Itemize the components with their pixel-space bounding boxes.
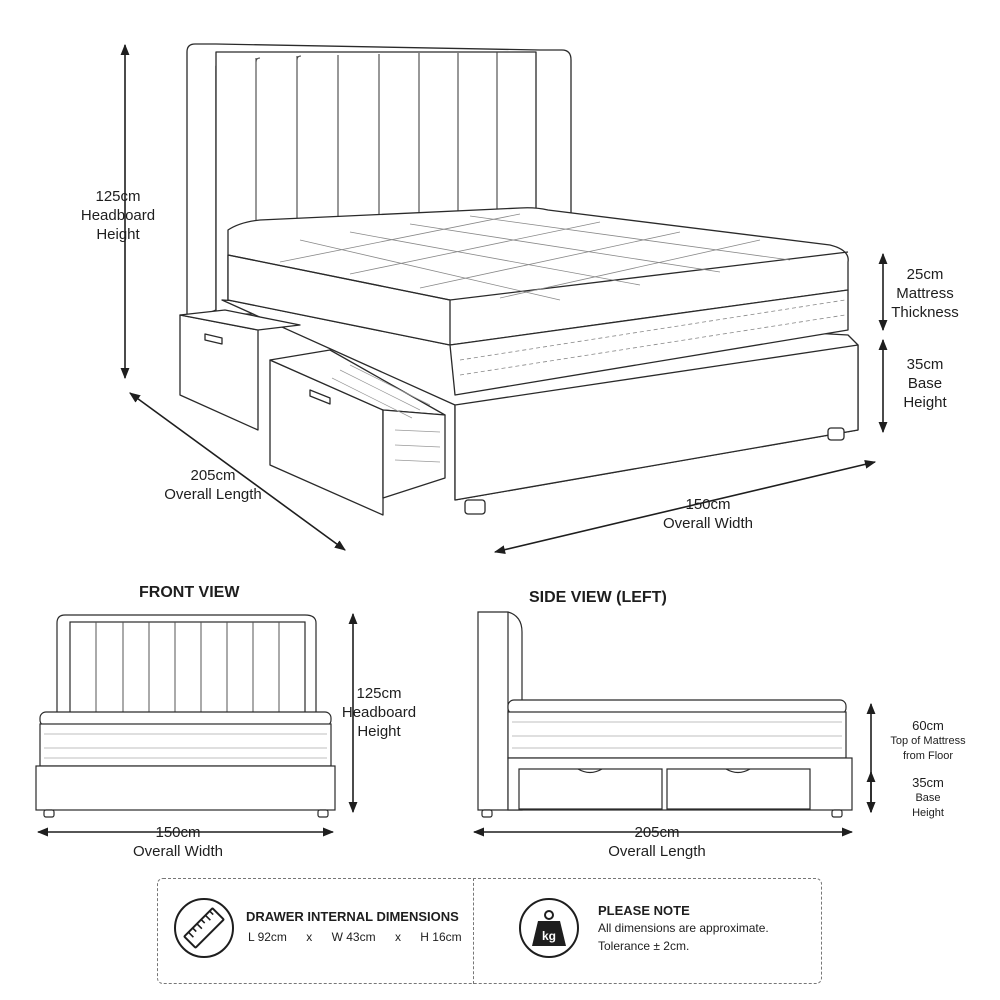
please-note-title: PLEASE NOTE <box>598 903 690 918</box>
iso-mattress-label: 25cm Mattress Thickness <box>880 266 970 322</box>
notes-divider <box>473 878 474 984</box>
front-width-name: Overall Width <box>132 842 224 860</box>
side-mattress-top-name: Top of Mattress <box>890 735 966 748</box>
front-dimension-lines <box>36 612 358 837</box>
front-view-bed <box>35 614 336 818</box>
iso-base-name: Base <box>907 374 943 392</box>
side-mattress-top-label: 60cm Top of Mattress from Floor <box>880 718 976 763</box>
side-length-value: 205cm <box>634 824 680 841</box>
side-base-value: 35cm <box>912 775 944 790</box>
drawer-times-1: x <box>306 930 313 944</box>
side-dimension-lines <box>472 702 876 837</box>
side-base-label: 35cm Base Height <box>888 775 968 820</box>
iso-base-label: 35cm Base Height <box>880 356 970 412</box>
iso-width-name: Overall Width <box>662 514 754 532</box>
iso-base-value: 35cm <box>906 356 944 373</box>
iso-headboard-sub: Height <box>96 225 140 243</box>
headboard-channels <box>255 52 498 240</box>
iso-headboard-label: 125cm Headboard Height <box>58 188 178 244</box>
drawer-dims-values: L 92cm x W 43cm x H 16cm <box>248 929 462 946</box>
drawer-height: H 16cm <box>420 930 462 944</box>
side-base-name: Base <box>915 792 941 805</box>
side-mattress-top-value: 60cm <box>912 718 944 733</box>
iso-length-value: 205cm <box>190 467 236 484</box>
drawer-length: L 92cm <box>248 930 287 944</box>
drawer-width: W 43cm <box>331 930 376 944</box>
front-headboard-sub: Height <box>357 722 401 740</box>
mattress-front <box>449 289 849 396</box>
iso-mattress-value: 25cm <box>906 266 944 283</box>
iso-length-label: 205cm Overall Length <box>150 467 276 505</box>
iso-headboard-name: Headboard <box>80 206 156 224</box>
mattress-quilting <box>279 213 846 376</box>
front-headboard-value: 125cm <box>356 685 402 702</box>
drawer-times-2: x <box>394 930 401 944</box>
drawer-wood-grain <box>331 364 441 463</box>
front-headboard-name: Headboard <box>341 703 417 721</box>
iso-length-name: Overall Length <box>164 485 262 503</box>
iso-base-sub: Height <box>903 393 947 411</box>
drawer-left <box>179 314 259 431</box>
ruler-icon <box>174 898 234 958</box>
weight-icon: kg <box>519 898 579 958</box>
iso-mattress-name: Mattress <box>896 284 954 302</box>
iso-dimension-lines <box>120 43 888 555</box>
side-base-sub: Height <box>912 806 944 819</box>
side-length-name: Overall Length <box>608 842 706 860</box>
side-length-label: 205cm Overall Length <box>594 824 720 862</box>
please-note-line1: All dimensions are approximate. <box>598 921 769 935</box>
iso-width-label: 150cm Overall Width <box>648 496 768 534</box>
side-view-bed <box>477 611 853 818</box>
front-headboard-label: 125cm Headboard Height <box>334 685 424 741</box>
side-mattress-top-sub: from Floor <box>902 749 954 762</box>
front-width-value: 150cm <box>155 824 201 841</box>
iso-mattress-sub: Thickness <box>891 303 959 321</box>
iso-width-value: 150cm <box>685 496 731 513</box>
please-note-line2: Tolerance ± 2cm. <box>598 939 690 953</box>
drawer-dims-title: DRAWER INTERNAL DIMENSIONS <box>246 909 459 924</box>
iso-headboard-value: 125cm <box>95 188 141 205</box>
notes-box <box>157 878 822 984</box>
side-view-title: SIDE VIEW (LEFT) <box>529 589 667 606</box>
isometric-bed <box>179 43 859 516</box>
weight-icon-text: kg <box>542 929 556 943</box>
front-width-label: 150cm Overall Width <box>118 824 238 862</box>
front-view-title: FRONT VIEW <box>139 584 240 601</box>
